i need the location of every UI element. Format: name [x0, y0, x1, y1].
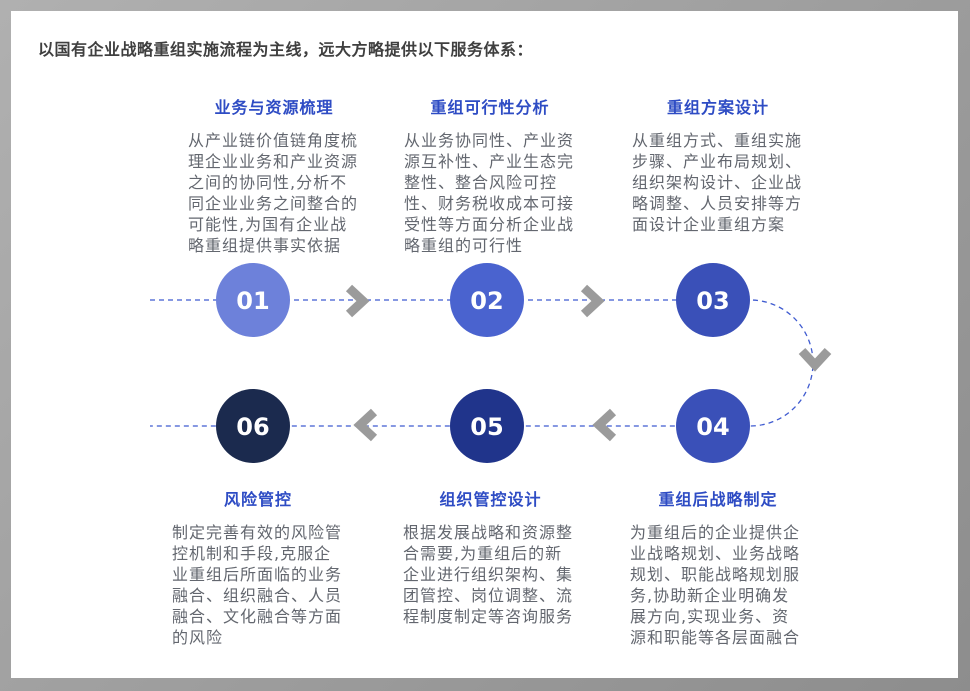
arrow-right-icon: [580, 284, 605, 318]
arrow-left-icon: [592, 408, 617, 442]
column-business-resource-review: 业务与资源梳理 从产业链价值链角度梳理企业业务和产业资源之间的协同性,分析不同企…: [188, 94, 360, 256]
arrow-right-icon: [345, 284, 370, 318]
step-01: 01: [216, 263, 290, 337]
step-02: 02: [450, 263, 524, 337]
column-body: 为重组后的企业提供企业战略规划、业务战略规划、职能战略规划服务,协助新企业明确发…: [630, 523, 801, 647]
step-05: 05: [450, 389, 524, 463]
step-circle: [216, 389, 290, 463]
step-circle: [676, 389, 750, 463]
step-number: 01: [236, 287, 269, 315]
column-body: 从产业链价值链角度梳理企业业务和产业资源之间的协同性,分析不同企业业务之间整合的…: [188, 131, 359, 255]
column-title: 重组方案设计: [666, 98, 769, 117]
column-risk-control: 风险管控 制定完善有效的风险管控机制和手段,克服企业重组后所面临的业务融合、组织…: [172, 486, 344, 648]
step-number: 05: [470, 413, 503, 441]
step-circle: [676, 263, 750, 337]
column-title: 重组可行性分析: [430, 98, 550, 117]
step-circle: [450, 263, 524, 337]
column-body: 根据发展战略和资源整合需要,为重组后的新企业进行组织架构、集团管控、岗位调整、流…: [403, 523, 574, 626]
step-number: 03: [696, 287, 729, 315]
step-circle: [216, 263, 290, 337]
step-04: 04: [676, 389, 750, 463]
step-number: 06: [236, 413, 269, 441]
step-circle: [450, 389, 524, 463]
column-title: 组织管控设计: [439, 490, 542, 509]
column-title: 风险管控: [223, 490, 292, 509]
column-org-governance-design: 组织管控设计 根据发展战略和资源整合需要,为重组后的新企业进行组织架构、集团管控…: [403, 486, 578, 627]
column-body: 从重组方式、重组实施步骤、产业布局规划、组织架构设计、企业战略调整、人员安排等方…: [632, 131, 803, 234]
column-post-restructuring-strategy: 重组后战略制定 为重组后的企业提供企业战略规划、业务战略规划、职能战略规划服务,…: [630, 486, 806, 648]
column-feasibility-analysis: 重组可行性分析 从业务协同性、产业资源互补性、产业生态完整性、整合风险可控性、财…: [404, 94, 576, 256]
step-number: 02: [470, 287, 503, 315]
column-title: 业务与资源梳理: [214, 98, 334, 117]
column-title: 重组后战略制定: [658, 490, 778, 509]
flow-dashed-path: [150, 299, 814, 427]
step-number: 04: [696, 413, 729, 441]
page-title: 以国有企业战略重组实施流程为主线，远大方略提供以下服务体系：: [38, 40, 534, 59]
arrow-left-icon: [353, 408, 378, 442]
content-panel: [11, 11, 958, 678]
step-03: 03: [676, 263, 750, 337]
arrow-down-icon: [798, 347, 832, 372]
column-restructuring-plan-design: 重组方案设计 从重组方式、重组实施步骤、产业布局规划、组织架构设计、企业战略调整…: [632, 94, 804, 235]
column-body: 从业务协同性、产业资源互补性、产业生态完整性、整合风险可控性、财务税收成本可接受…: [404, 131, 575, 255]
step-06: 06: [216, 389, 290, 463]
column-body: 制定完善有效的风险管控机制和手段,克服企业重组后所面临的业务融合、组织融合、人员…: [172, 523, 343, 647]
